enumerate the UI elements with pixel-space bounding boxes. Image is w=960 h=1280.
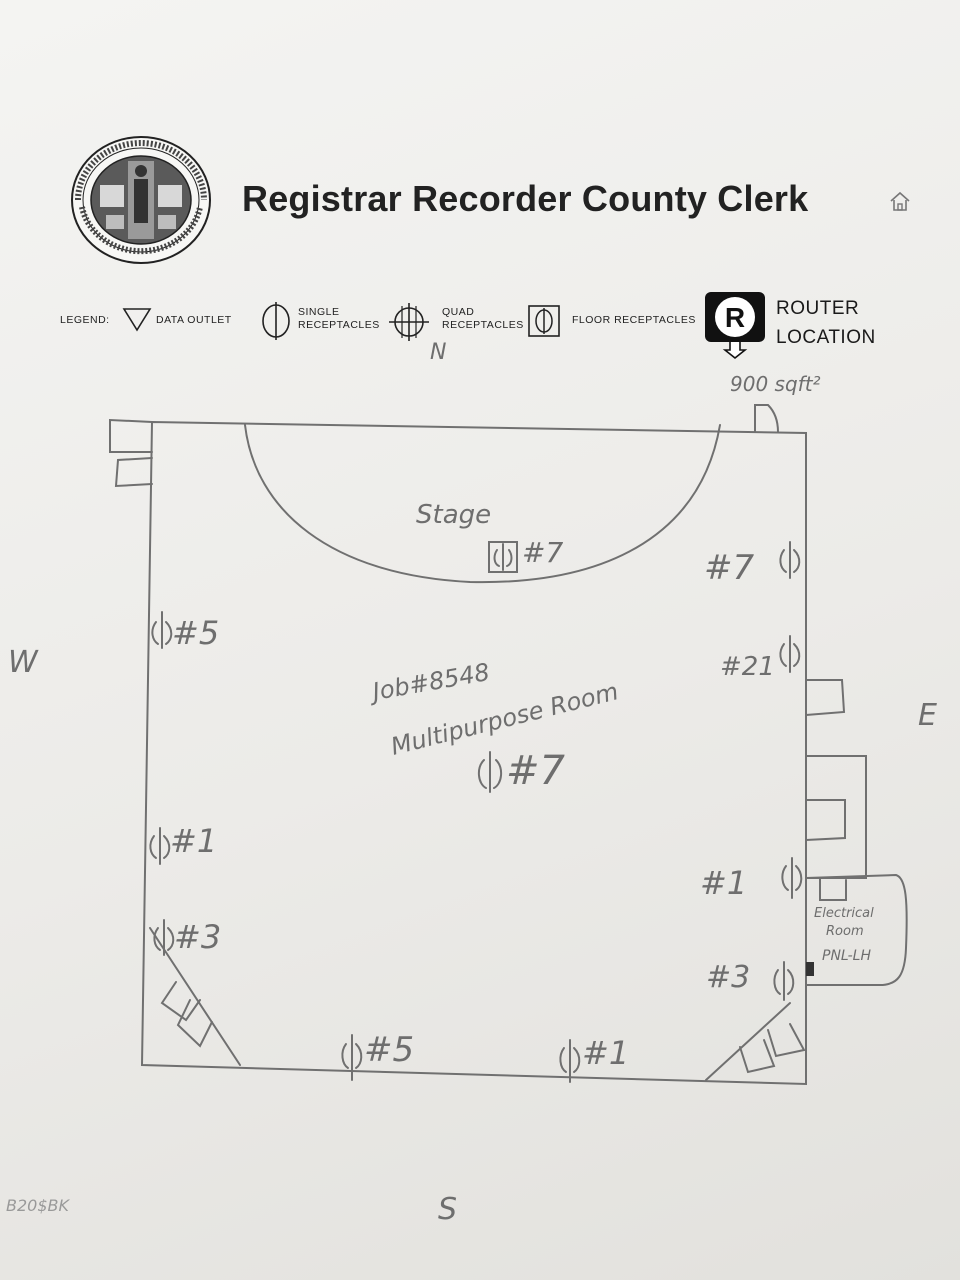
- router-location-icon: R: [705, 292, 765, 360]
- area-note: 900 sqft²: [730, 372, 821, 396]
- data-outlet-triangle-icon: [122, 308, 152, 332]
- electrical-room: [805, 873, 908, 986]
- legend-router-line2: LOCATION: [776, 327, 876, 348]
- electrical-room-label-line1: Electrical: [814, 906, 874, 921]
- stage-label: Stage: [416, 500, 492, 530]
- northwest-door: [109, 418, 153, 488]
- single-receptacle-icon: [262, 302, 290, 340]
- room-outline: [140, 420, 807, 1086]
- legend-data-outlet: DATA OUTLET: [156, 314, 232, 326]
- legend-label: LEGEND:: [60, 314, 110, 326]
- center-receptacle-label: #7: [506, 748, 565, 794]
- receptacle-east-3: #1: [700, 864, 748, 902]
- receptacle-west-3: #3: [174, 918, 222, 956]
- southeast-corner: [705, 1002, 791, 1081]
- router-symbol: R: [725, 302, 745, 333]
- compass-north: N: [430, 340, 447, 365]
- compass-south: S: [438, 1192, 458, 1227]
- electrical-room-label-line2: Room: [826, 924, 864, 939]
- east-alcove: [805, 755, 867, 879]
- receptacle-east-4: #3: [706, 960, 751, 995]
- east-door-1: [805, 679, 846, 716]
- stage-receptacle-label: #7: [522, 536, 564, 569]
- bottom-corner-note: B20$BK: [6, 1196, 69, 1215]
- county-seal-logo: [71, 136, 211, 264]
- compass-west: W: [8, 645, 38, 680]
- stage-arc: [244, 424, 721, 584]
- north-door: [754, 404, 779, 433]
- compass-east: E: [918, 698, 937, 733]
- receptacle-west-1: #5: [172, 614, 220, 652]
- receptacle-east-2: #21: [720, 652, 775, 682]
- receptacle-south-2: #1: [582, 1034, 630, 1072]
- panel-label: PNL-LH: [822, 948, 872, 964]
- receptacle-west-2: #1: [170, 822, 218, 860]
- receptacle-south-1: #5: [364, 1030, 415, 1070]
- home-icon[interactable]: [888, 190, 912, 212]
- quad-receptacle-icon: [389, 303, 429, 341]
- legend-router-line1: ROUTER: [776, 298, 860, 319]
- page-title: Registrar Recorder County Clerk: [242, 178, 809, 219]
- legend-floor-receptacles: FLOOR RECEPTACLES: [572, 314, 696, 326]
- floor-receptacle-icon: [528, 305, 560, 337]
- panel-marker: [806, 962, 814, 976]
- receptacle-east-1: #7: [704, 548, 755, 588]
